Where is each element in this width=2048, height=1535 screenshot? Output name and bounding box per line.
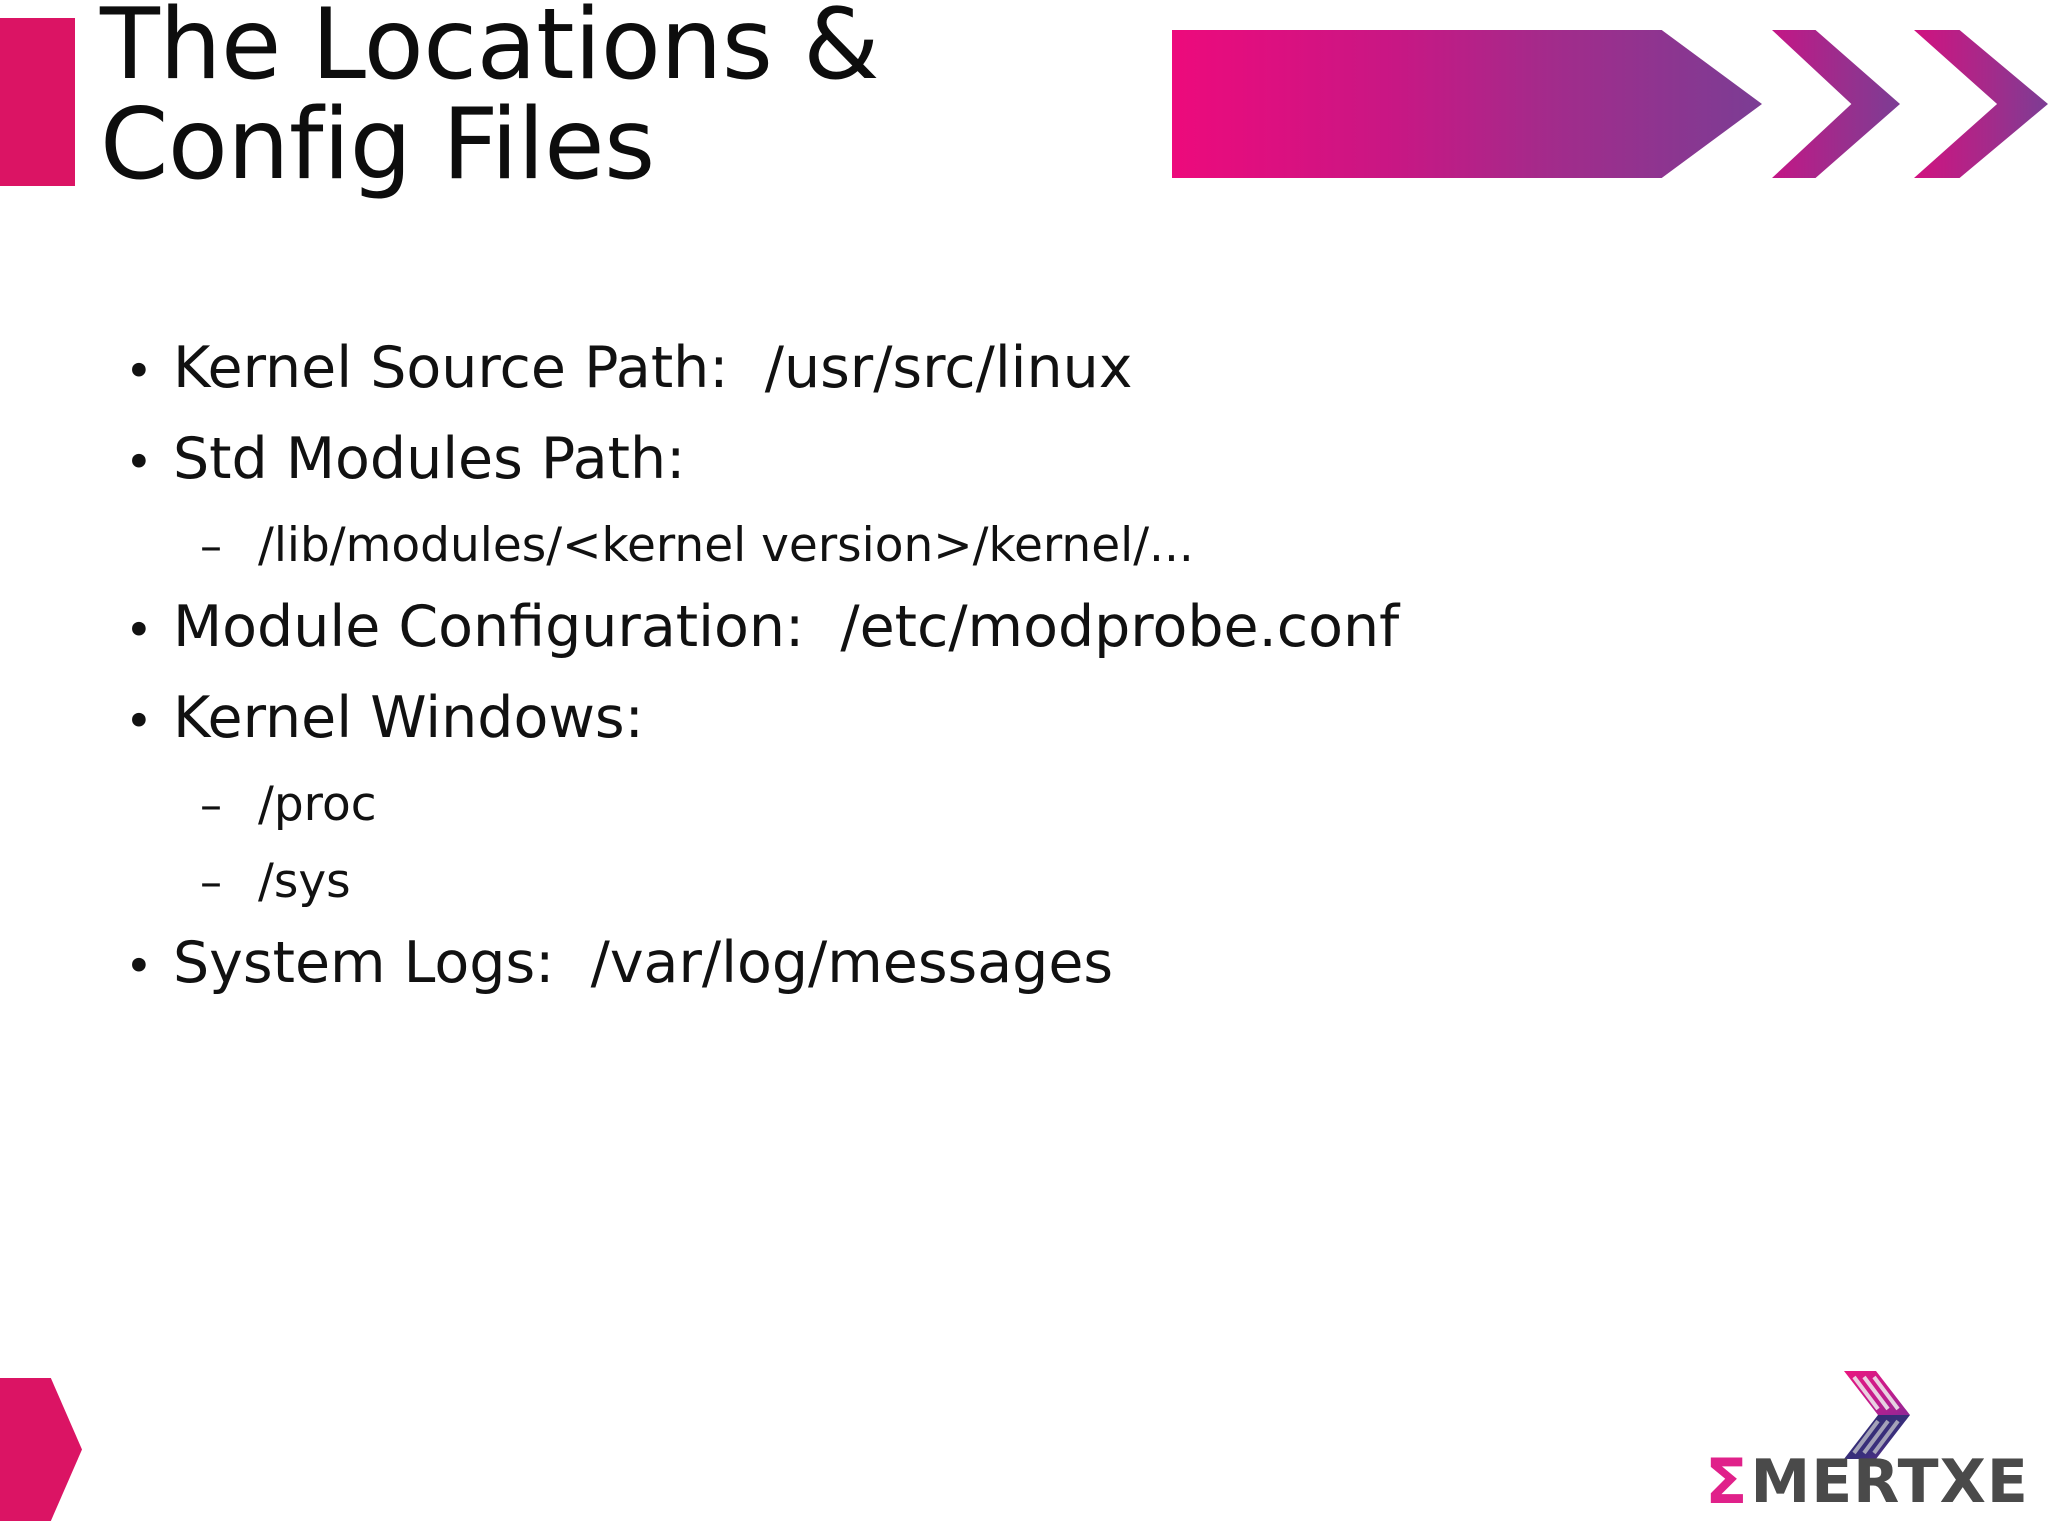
dash-marker-icon: – (200, 857, 222, 908)
list-item: • System Logs: /var/log/messages (0, 935, 2048, 992)
logo-chevron-icon (1820, 1369, 1916, 1461)
sub-list-item: – /lib/modules/<kernel version>/kernel/.… (0, 522, 2048, 569)
banner-chevron-icon-2 (1914, 30, 2048, 178)
sub-list-item: – /proc (0, 781, 2048, 828)
bullet-list: • Kernel Source Path: /usr/src/linux • S… (0, 340, 2048, 1026)
dash-marker-icon: – (200, 521, 222, 572)
sub-list-item-label: /sys (258, 854, 351, 909)
list-item: • Std Modules Path: (0, 431, 2048, 488)
list-item-label: Std Modules Path: (173, 426, 686, 492)
bullet-marker-icon: • (125, 603, 153, 658)
bullet-marker-icon: • (125, 694, 153, 749)
header-banner (1172, 30, 2048, 178)
list-item-label: Module Configuration: /etc/modprobe.conf (173, 594, 1400, 660)
emertxe-logo: Σ MERTXE (1702, 1369, 2032, 1527)
list-item: • Kernel Windows: (0, 690, 2048, 747)
logo-wordmark: Σ MERTXE (1702, 1451, 2032, 1513)
list-item-label: System Logs: /var/log/messages (173, 930, 1114, 996)
list-item: • Kernel Source Path: /usr/src/linux (0, 340, 2048, 397)
list-item-label: Kernel Windows: (173, 685, 644, 751)
sub-list-item-label: /lib/modules/<kernel version>/kernel/... (258, 518, 1194, 573)
title-accent-bar (0, 18, 75, 186)
logo-name-text: MERTXE (1750, 1447, 2029, 1517)
bullet-marker-icon: • (125, 939, 153, 994)
sub-list-item: – /sys (0, 858, 2048, 905)
bullet-marker-icon: • (125, 435, 153, 490)
logo-sigma-glyph: Σ (1705, 1445, 1749, 1518)
list-item-label: Kernel Source Path: /usr/src/linux (173, 335, 1133, 401)
banner-chevron-icon-1 (1772, 30, 1900, 178)
bullet-marker-icon: • (125, 344, 153, 399)
dash-marker-icon: – (200, 780, 222, 831)
sub-list-item-label: /proc (258, 777, 377, 832)
list-item: • Module Configuration: /etc/modprobe.co… (0, 599, 2048, 656)
page-title: The Locations & Config Files (100, 0, 880, 202)
corner-arrow-icon (0, 1378, 82, 1521)
banner-pennant-shape (1172, 30, 1762, 178)
